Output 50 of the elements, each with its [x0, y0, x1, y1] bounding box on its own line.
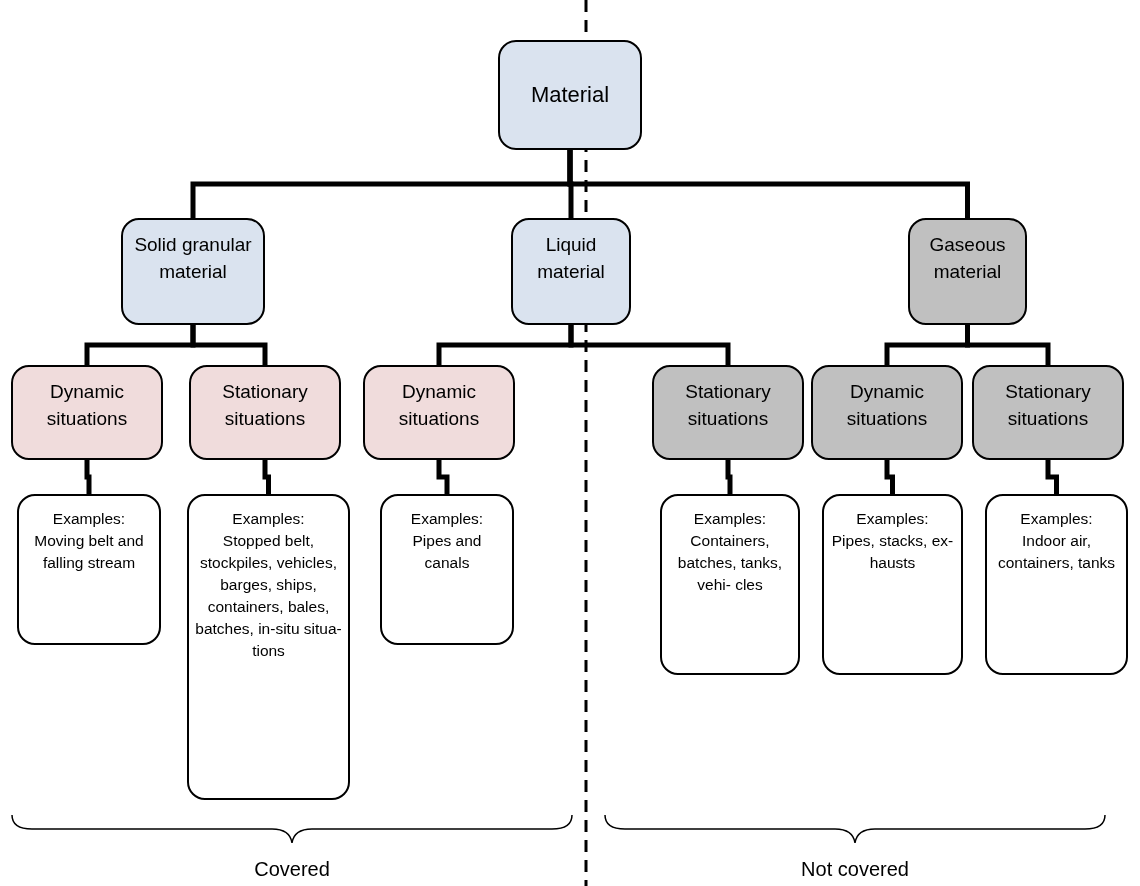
group-label: Not covered	[801, 858, 909, 881]
connector-line	[190, 325, 268, 365]
node-text: Stationary situations	[684, 380, 772, 431]
connector-line	[568, 325, 731, 365]
connector-line	[725, 460, 733, 494]
node-text: Pipes, stacks, ex- hausts	[830, 531, 955, 574]
node-text: Gaseous material	[928, 233, 1007, 284]
connector-line	[965, 325, 1051, 365]
rounded-box	[11, 365, 163, 460]
node-text: Dynamic situations	[397, 380, 481, 431]
connector-line	[1045, 460, 1059, 494]
rounded-box	[363, 365, 515, 460]
node-text: Examples:	[232, 509, 305, 529]
node-text: Pipes and canals	[411, 531, 483, 574]
node-text: Examples:	[1020, 509, 1093, 529]
rounded-box	[660, 494, 800, 675]
node-text: Stationary situations	[1004, 380, 1092, 431]
rounded-box	[17, 494, 161, 645]
rounded-box	[908, 218, 1027, 325]
node-text: Solid granular material	[133, 233, 253, 284]
node-text: Moving belt and falling stream	[33, 531, 145, 574]
node-text: Examples:	[410, 509, 484, 529]
rounded-box	[189, 365, 341, 460]
node-text: Indoor air, containers, tanks	[996, 531, 1117, 574]
rounded-box	[972, 365, 1124, 460]
rounded-box	[811, 365, 963, 460]
connector-line	[884, 460, 895, 494]
rounded-box	[121, 218, 265, 325]
node-text: Liquid material	[536, 233, 606, 284]
node-text: Containers, batches, tanks, vehi- cles	[676, 531, 784, 596]
node-text: Material	[530, 81, 610, 110]
rounded-box	[511, 218, 631, 325]
connector-line	[84, 460, 92, 494]
node-text: Dynamic situations	[45, 380, 129, 431]
rounded-box	[498, 40, 642, 150]
node-text: Examples:	[856, 509, 929, 529]
node-text: Examples:	[693, 509, 767, 529]
connector-line	[262, 460, 271, 494]
group-label: Covered	[254, 858, 330, 881]
node-text: Examples:	[52, 509, 126, 529]
rounded-box	[187, 494, 350, 800]
connector-line	[567, 150, 970, 218]
rounded-box	[380, 494, 514, 645]
rounded-box	[985, 494, 1128, 675]
node-text: Dynamic situations	[845, 380, 929, 431]
connector-line	[436, 460, 450, 494]
node-text: Stopped belt, stockpiles, vehicles, barges, ships, containers, bales, batches, in-situ situa- tions	[195, 531, 342, 662]
rounded-box	[652, 365, 804, 460]
rounded-box	[822, 494, 963, 675]
node-text: Stationary situations	[221, 380, 309, 431]
